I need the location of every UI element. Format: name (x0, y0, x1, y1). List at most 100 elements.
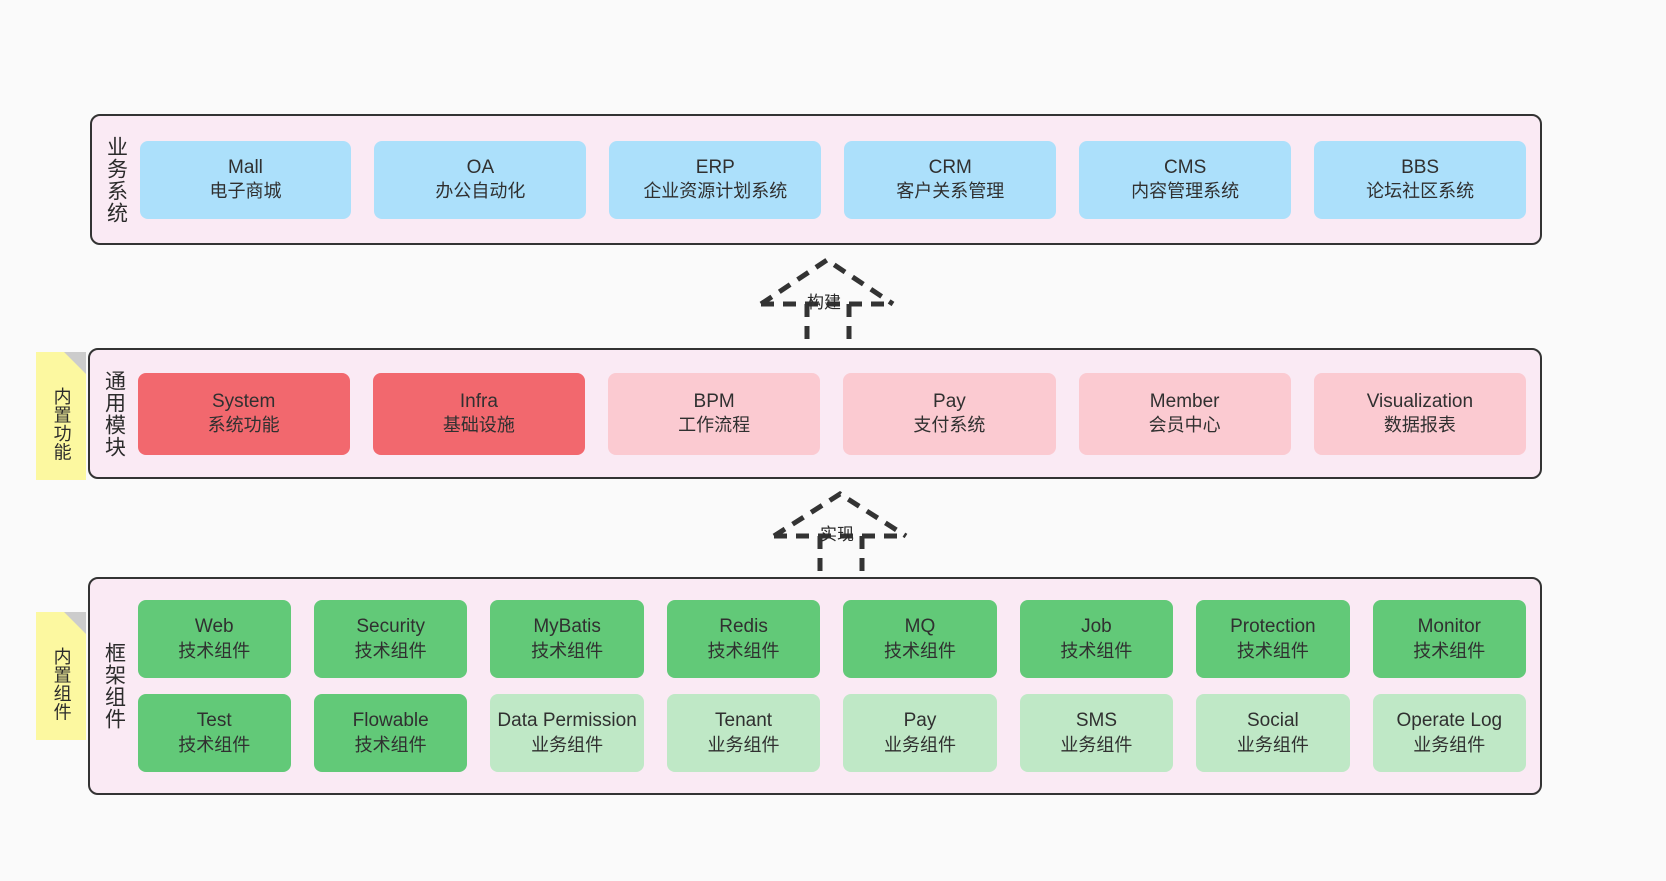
sticky-fold-icon (64, 352, 86, 374)
node-title-cn: 技术组件 (178, 734, 251, 755)
node-title-cn: 技术组件 (531, 640, 604, 661)
node-title-cn: 业务组件 (1236, 734, 1309, 755)
node-title-cn: 业务组件 (707, 734, 780, 755)
layer-module-caption: 通用模块 (102, 369, 126, 458)
node-title-cn: 技术组件 (178, 640, 251, 661)
node-title-cn: 技术组件 (1236, 640, 1309, 661)
node-title-en: Pay (903, 710, 937, 732)
node-title-cn: 电子商城 (209, 181, 282, 202)
connector-implement-label: 实现 (820, 525, 854, 544)
node-title-en: Infra (459, 390, 498, 412)
node-title-cn: 技术组件 (1413, 640, 1486, 661)
node-title-cn: 技术组件 (354, 734, 427, 755)
connector-build-arrow-icon (759, 256, 895, 352)
node-title-en: Data Permission (497, 710, 637, 732)
node-title-cn: 技术组件 (883, 640, 956, 661)
node-title-cn: 业务组件 (1413, 734, 1486, 755)
node-title-cn: 业务组件 (1060, 734, 1133, 755)
business-node-crm[interactable]: CRM 客户关系管理 (844, 140, 1057, 219)
connector-build: 构建 (745, 252, 925, 352)
node-title-en: System (211, 390, 276, 412)
node-title-cn: 技术组件 (354, 640, 427, 661)
node-title-en: Mall (228, 156, 263, 178)
node-title-cn: 数据报表 (1383, 415, 1456, 436)
business-node-bbs[interactable]: BBS 论坛社区系统 (1314, 140, 1527, 219)
node-title-en: Member (1149, 390, 1220, 412)
node-title-en: SMS (1075, 710, 1118, 732)
business-node-mall[interactable]: Mall 电子商城 (139, 140, 352, 219)
connector-implement: 实现 (758, 488, 938, 580)
node-title-cn: 客户关系管理 (896, 181, 1005, 202)
node-title-cn: 内容管理系统 (1131, 181, 1240, 202)
node-title-en: Job (1081, 616, 1112, 638)
module-node-member[interactable]: Member 会员中心 (1078, 372, 1291, 455)
node-title-en: MQ (904, 616, 936, 638)
node-title-en: BBS (1401, 156, 1440, 178)
sticky-note-builtin-components: 内置组件 (36, 612, 86, 740)
module-node-infra[interactable]: Infra 基础设施 (372, 372, 586, 455)
node-title-cn: 企业资源计划系统 (643, 181, 788, 202)
node-title-cn: 会员中心 (1148, 415, 1221, 436)
node-title-en: CRM (928, 156, 972, 178)
business-node-erp[interactable]: ERP 企业资源计划系统 (609, 140, 822, 219)
module-node-pay[interactable]: Pay 支付系统 (843, 372, 1056, 455)
node-title-en: Test (196, 710, 232, 732)
node-title-en: Pay (933, 390, 966, 412)
node-title-en: Operate Log (1396, 710, 1503, 732)
node-title-cn: 技术组件 (1060, 640, 1133, 661)
node-title-en: BPM (693, 390, 735, 412)
layer-business-caption: 业务系统 (104, 135, 128, 224)
node-title-cn: 支付系统 (913, 415, 986, 436)
node-title-cn: 工作流程 (678, 415, 751, 436)
node-title-en: ERP (695, 156, 735, 178)
node-title-en: MyBatis (533, 616, 601, 638)
node-title-cn: 业务组件 (531, 734, 604, 755)
sticky-fold-icon (64, 612, 86, 634)
node-title-en: CMS (1164, 156, 1207, 178)
layer-module-body: System 系统功能 Infra 基础设施 BPM 工作流程 Pay 支付系统 Member 会… (136, 350, 1540, 477)
module-node-system[interactable]: System 系统功能 (137, 372, 350, 455)
node-title-en: Web (194, 616, 234, 638)
module-node-bpm[interactable]: BPM 工作流程 (608, 372, 821, 455)
node-title-cn: 业务组件 (883, 734, 956, 755)
business-node-cms[interactable]: CMS 内容管理系统 (1079, 140, 1292, 219)
node-title-en: Monitor (1417, 616, 1481, 638)
node-title-en: Protection (1230, 616, 1316, 638)
node-title-en: Redis (719, 616, 768, 638)
layer-framework-caption: 框架组件 (102, 642, 126, 730)
module-node-row: System 系统功能 Infra 基础设施 BPM 工作流程 Pay 支付系统 Member 会… (137, 372, 1527, 455)
node-title-cn: 论坛社区系统 (1366, 181, 1475, 202)
node-title-cn: 系统功能 (207, 415, 280, 436)
node-title-en: Security (356, 616, 425, 638)
sticky-note-builtin-features-text: 内置功能 (51, 387, 72, 461)
layer-common-modules: 通用模块 System 系统功能 Infra 基础设施 BPM 工作流程 Pay 支付系统 Me… (88, 348, 1542, 479)
node-title-cn: 基础设施 (442, 415, 515, 436)
node-title-cn: 办公自动化 (435, 181, 526, 202)
